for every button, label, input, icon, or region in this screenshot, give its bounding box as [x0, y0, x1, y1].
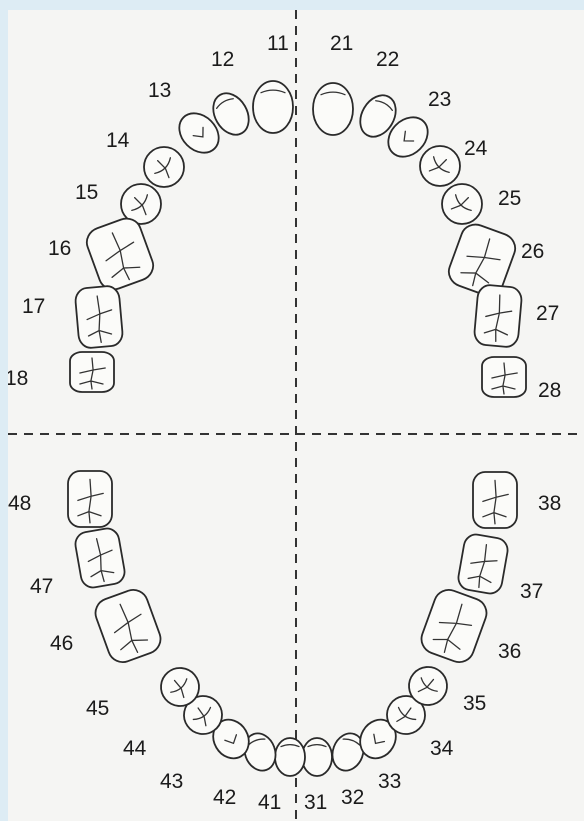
tooth-number-42: 42: [213, 786, 236, 809]
tooth-48: [68, 471, 112, 527]
tooth-37: [456, 533, 509, 596]
tooth-number-35: 35: [463, 692, 486, 715]
tooth-number-44: 44: [123, 737, 147, 760]
tooth-crown: [73, 527, 126, 590]
tooth-number-13: 13: [148, 79, 171, 102]
tooth-number-43: 43: [160, 770, 183, 793]
tooth-crown: [302, 738, 332, 776]
tooth-number-26: 26: [521, 240, 544, 263]
tooth-number-27: 27: [536, 302, 559, 325]
tooth-number-45: 45: [86, 697, 109, 720]
tooth-number-16: 16: [48, 237, 71, 260]
tooth-number-15: 15: [75, 181, 98, 204]
tooth-number-14: 14: [106, 129, 130, 152]
tooth-number-41: 41: [258, 791, 281, 814]
tooth-number-33: 33: [378, 770, 401, 793]
tooth-number-25: 25: [498, 187, 521, 210]
tooth-number-22: 22: [376, 48, 399, 71]
tooth-crown: [417, 586, 490, 666]
tooth-crown: [91, 586, 164, 666]
tooth-number-18: 18: [8, 367, 28, 390]
tooth-number-36: 36: [498, 640, 521, 663]
tooth-number-32: 32: [341, 786, 364, 809]
tooth-36: [417, 586, 490, 666]
tooth-47: [73, 527, 126, 590]
tooth-17: [74, 285, 123, 349]
tooth-number-48: 48: [8, 492, 31, 515]
tooth-number-12: 12: [211, 48, 234, 71]
tooth-crown: [253, 81, 293, 133]
tooth-number-31: 31: [304, 791, 327, 814]
tooth-number-21: 21: [330, 32, 353, 55]
tooth-21: [313, 83, 353, 135]
tooth-11: [253, 81, 293, 133]
tooth-number-11: 11: [267, 32, 289, 55]
tooth-number-24: 24: [464, 137, 488, 160]
tooth-number-28: 28: [538, 379, 561, 402]
tooth-18: [70, 352, 114, 392]
tooth-crown: [74, 285, 123, 349]
tooth-crown: [473, 284, 522, 348]
tooth-crown: [456, 533, 509, 596]
dental-chart: 11 12 13 14 15 16 17 18 21 22 23 24 25 26 27 28 31 32 33 34…: [8, 10, 584, 821]
tooth-crown: [83, 214, 158, 293]
tooth-number-46: 46: [50, 632, 73, 655]
tooth-46: [91, 586, 164, 666]
tooth-31: [302, 738, 332, 776]
tooth-number-37: 37: [520, 580, 543, 603]
tooth-diagram: 11 12 13 14 15 16 17 18 21 22 23 24 25 26 27 28 31 32 33 34…: [8, 10, 584, 821]
tooth-38: [473, 472, 517, 528]
tooth-41: [275, 738, 305, 776]
tooth-number-23: 23: [428, 88, 451, 111]
tooth-27: [473, 284, 522, 348]
tooth-crown: [275, 738, 305, 776]
tooth-number-17: 17: [22, 295, 45, 318]
tooth-number-38: 38: [538, 492, 561, 515]
tooth-number-34: 34: [430, 737, 454, 760]
tooth-28: [482, 357, 526, 397]
tooth-crown: [313, 83, 353, 135]
tooth-number-47: 47: [30, 575, 53, 598]
tooth-16: [83, 214, 158, 293]
